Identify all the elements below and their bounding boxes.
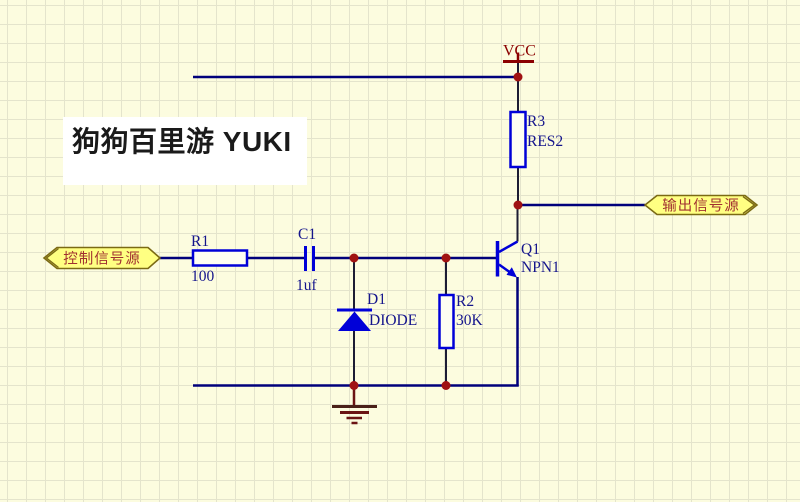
r3-value[interactable]: RES2: [527, 133, 563, 150]
r2-designator[interactable]: R2: [456, 293, 474, 310]
ground-symbol[interactable]: [332, 386, 377, 425]
vcc-label[interactable]: VCC: [503, 43, 536, 60]
junction-d1-top: [349, 253, 359, 263]
junction-d1-bottom: [349, 381, 359, 390]
junction-collector-output: [513, 200, 523, 210]
resistor-r2-body[interactable]: [438, 293, 455, 350]
r3-designator[interactable]: R3: [527, 113, 545, 130]
r1-designator[interactable]: R1: [191, 233, 209, 250]
transistor-q1-body[interactable]: [495, 240, 519, 278]
port-output[interactable]: [643, 194, 759, 216]
d1-value[interactable]: DIODE: [369, 312, 417, 329]
junction-r2-top: [441, 253, 451, 263]
junction-r2-bottom: [441, 381, 451, 390]
q1-designator[interactable]: Q1: [521, 241, 540, 258]
port-output-label[interactable]: 输出信号源: [662, 198, 740, 215]
port-input-label[interactable]: 控制信号源: [63, 251, 141, 268]
resistor-r3-body[interactable]: [509, 110, 527, 169]
q1-value[interactable]: NPN1: [521, 259, 560, 276]
vcc-power-port[interactable]: [503, 52, 534, 63]
port-input[interactable]: [42, 246, 162, 270]
r2-value[interactable]: 30K: [456, 312, 484, 329]
title-text: 狗狗百里游 YUKI: [72, 126, 292, 157]
title-block[interactable]: 狗狗百里游 YUKI: [63, 117, 307, 185]
c1-value[interactable]: 1uf: [296, 277, 318, 294]
c1-designator[interactable]: C1: [298, 226, 316, 243]
resistor-r1-body[interactable]: [191, 249, 249, 267]
junction-vcc: [513, 72, 523, 82]
r1-value[interactable]: 100: [191, 268, 215, 285]
capacitor-c1-body[interactable]: [304, 246, 315, 271]
d1-designator[interactable]: D1: [367, 291, 386, 308]
diode-d1-body[interactable]: [337, 308, 372, 331]
